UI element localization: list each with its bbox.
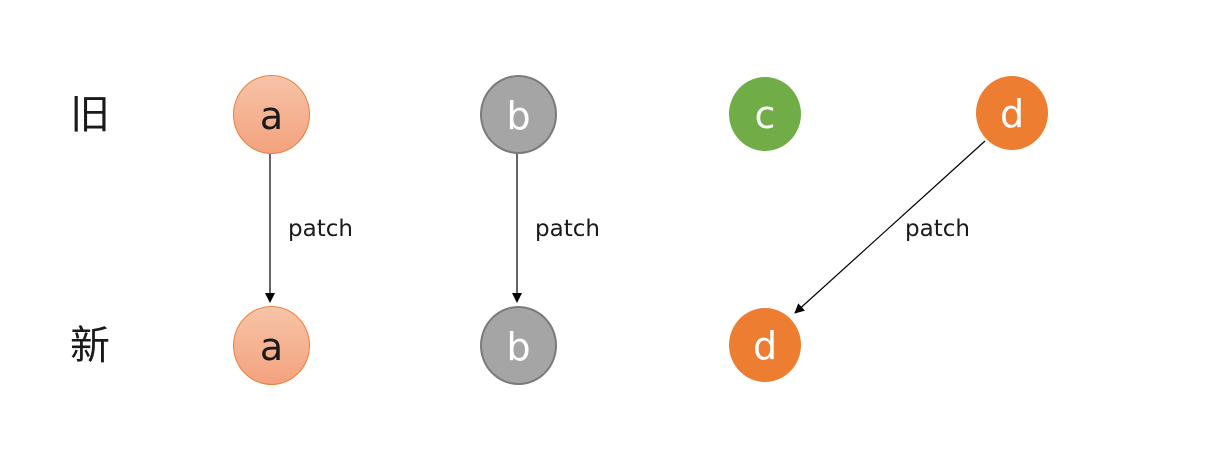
new-node-b-label: b <box>506 324 531 369</box>
new-node-a: a <box>233 306 310 385</box>
new-node-d: d <box>729 308 801 382</box>
old-row-label: 旧 <box>70 92 110 138</box>
old-node-b: b <box>480 75 557 154</box>
old-node-c: c <box>729 77 801 151</box>
old-node-a-label: a <box>259 93 284 138</box>
new-row-label: 新 <box>70 323 110 369</box>
old-node-a: a <box>233 75 310 154</box>
old-node-b-label: b <box>506 93 531 138</box>
edge-d-to-d <box>794 140 986 314</box>
edge-label-d: patch <box>905 216 970 242</box>
old-node-d-label: d <box>999 92 1025 136</box>
edge-label-a: patch <box>288 216 353 242</box>
old-node-c-label: c <box>754 93 776 137</box>
new-node-b: b <box>480 306 557 385</box>
new-node-a-label: a <box>259 324 284 369</box>
edge-label-b: patch <box>535 216 600 242</box>
old-node-d: d <box>976 76 1048 150</box>
new-node-d-label: d <box>752 324 778 368</box>
